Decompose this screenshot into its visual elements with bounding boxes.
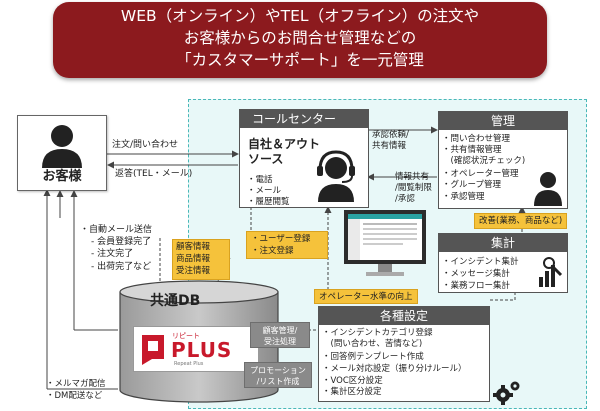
info-share-label-1: 情報共有 [395, 172, 430, 182]
approval-request-label: 承認依頼/ [372, 130, 409, 140]
person-icon [42, 125, 82, 168]
user-reg-2: ・注文登録 [251, 246, 294, 256]
customer-mgmt-tag: 顧客管理/ 受注処理 [250, 322, 310, 348]
callcenter-subtitle-2: ソース [248, 152, 284, 166]
channel-phone: ・電話 [247, 175, 273, 185]
customer-mgmt-2: 受注処理 [264, 337, 296, 346]
aggregation-item-2: ・メッセージ集計 [442, 269, 510, 279]
settings-title: 各種設定 [319, 307, 489, 325]
settings-item-2: (問い合わせ、苦情など) [322, 339, 423, 349]
auto-mail-item-3: - 出荷完了など [91, 262, 152, 272]
chart-search-icon [539, 257, 563, 287]
callcenter-title: コールセンター [240, 110, 368, 128]
channel-mail: ・メール [247, 186, 282, 196]
customer-data-2: 商品情報 [176, 254, 211, 264]
reply-label: 返答(TEL・メール) [115, 169, 193, 179]
auto-mail-item-2: - 注文完了 [91, 249, 134, 259]
info-share-label-2: /閲覧制限 [395, 183, 432, 193]
management-item-2: ・共有情報管理 [442, 145, 502, 155]
user-registration-tag: ・ユーザー登録 ・注文登録 [246, 231, 328, 259]
management-box: 管理 ・問い合わせ管理 ・共有情報管理 (確認状況チェック) ・オペレーター管理… [438, 111, 568, 209]
improvement-tag: 改善(業務、商品など) [474, 213, 568, 229]
operator-level-tag: オペレーター水準の向上 [314, 289, 418, 304]
auto-mail-title: ・自動メール送信 [80, 225, 153, 235]
customer-mgmt-1: 顧客管理/ [262, 326, 298, 335]
order-inquiry-label: 注文/問い合わせ [112, 140, 179, 150]
promotion-tag: プロモーション /リスト作成 [244, 362, 312, 388]
manager-person-icon [534, 172, 562, 206]
customer-data-1: 顧客情報 [176, 242, 211, 252]
customer-box: お客様 [17, 115, 107, 191]
settings-box: 各種設定 ・インシデントカテゴリ登録 (問い合わせ、苦情など) ・回答例テンプレ… [318, 306, 490, 402]
callcenter-box: コールセンター 自社＆アウト ソース ・電話 ・メール ・履歴閲覧 [239, 109, 369, 208]
settings-item-1: ・インシデントカテゴリ登録 [322, 328, 433, 338]
logo-mark-icon [142, 335, 164, 365]
aggregation-item-3: ・業務フロー集計 [442, 281, 511, 291]
db-title: 共通DB [150, 293, 201, 309]
management-item-5: ・グループ管理 [442, 180, 501, 190]
settings-item-5: ・VOC区分設定 [322, 376, 383, 386]
management-item-6: ・承認管理 [442, 192, 485, 202]
logo-small-text: リピート [172, 332, 200, 340]
settings-item-3: ・回答例テンプレート作成 [322, 352, 424, 362]
promotion-2: /リスト作成 [256, 377, 300, 386]
banner-line-1: WEB（オンライン）やTEL（オフライン）の注文や [120, 7, 480, 25]
headset-operator-icon [317, 150, 355, 202]
gears-icon [493, 381, 520, 405]
info-share-label-3: /承認 [395, 194, 415, 204]
banner-line-2: お客様からのお問合せ管理などの [183, 29, 417, 47]
monitor-icon [344, 210, 426, 276]
callcenter-subtitle-1: 自社＆アウト [248, 137, 321, 151]
logo-big-text: PLUS [171, 338, 233, 362]
customer-label: お客様 [42, 169, 82, 184]
promotion-1: プロモーション [250, 366, 306, 375]
aggregation-box: 集計 ・インシデント集計 ・メッセージ集計 ・業務フロー集計 [438, 233, 568, 293]
repeat-plus-logo: リピート PLUS Repeat Plus [133, 326, 259, 372]
auto-mail-item-1: - 会員登録完了 [91, 237, 152, 247]
customer-data-tag: 顧客情報 商品情報 受注情報 [172, 239, 230, 280]
aggregation-title: 集計 [439, 234, 567, 252]
management-item-3: (確認状況チェック) [442, 156, 526, 166]
aggregation-item-1: ・インシデント集計 [442, 257, 519, 267]
settings-item-6: ・集計区分設定 [322, 387, 382, 397]
management-item-1: ・問い合わせ管理 [442, 134, 511, 144]
logo-tagline: Repeat Plus [174, 361, 204, 367]
title-banner: WEB（オンライン）やTEL（オフライン）の注文や お客様からのお問合せ管理など… [53, 2, 547, 78]
banner-line-3: 「カスタマーサポート」を一元管理 [176, 51, 424, 69]
share-info-label: 共有情報 [372, 141, 407, 151]
management-title: 管理 [439, 112, 567, 130]
mail-magazine-2: ・DM配送など [46, 391, 103, 401]
management-item-4: ・オペレーター管理 [442, 169, 519, 179]
channel-history: ・履歴閲覧 [247, 197, 290, 207]
mail-magazine-1: ・メルマガ配信 [46, 379, 106, 389]
user-reg-1: ・ユーザー登録 [251, 234, 311, 244]
customer-data-3: 受注情報 [176, 266, 211, 276]
settings-item-4: ・メール対応設定（振り分けルール） [322, 364, 467, 374]
